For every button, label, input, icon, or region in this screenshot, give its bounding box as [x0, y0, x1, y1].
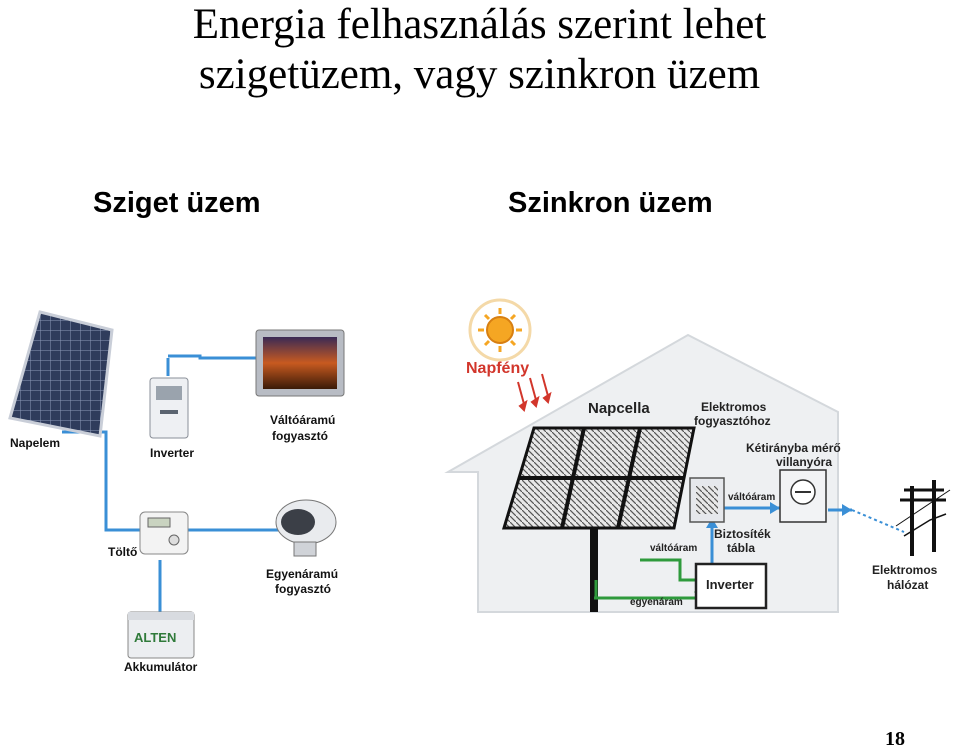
grid-diagram: Napfény Napcella [444, 298, 951, 613]
consumers-label-2: fogyasztóhoz [694, 414, 771, 428]
tv-icon [255, 329, 345, 397]
meter-label-2: villanyóra [776, 455, 832, 469]
subtitle-grid: Szinkron üzem [508, 187, 713, 219]
page-number: 18 [885, 728, 905, 750]
inverter-icon [149, 377, 189, 439]
panel-label: Napcella [588, 400, 650, 417]
dc-label: egyenáram [630, 597, 683, 608]
inverter-label: Inverter [150, 446, 194, 460]
grid-label-2: hálózat [887, 578, 928, 592]
ac-consumer-label-1: Váltóáramú [270, 413, 335, 427]
ac-top-label: váltóáram [728, 492, 775, 503]
solar-panel-icon [8, 310, 114, 438]
dc-consumer-label-1: Egyenáramú [266, 567, 338, 581]
sun-icon [468, 298, 532, 362]
consumers-label-1: Elektromos [701, 400, 767, 414]
subtitle-island: Sziget üzem [93, 187, 261, 219]
fuse-label-1: Biztosíték [714, 527, 771, 541]
fuse-panel-icon [689, 477, 725, 523]
title-line-1: Energia felhasználás szerint lehet [192, 1, 767, 48]
grid-inverter-box: Inverter [694, 562, 768, 610]
grid-label-1: Elektromos [872, 563, 938, 577]
ac-left-label: váltóáram [650, 543, 697, 554]
battery-icon: ALTEN [127, 611, 195, 659]
sunlight-label: Napfény [466, 360, 529, 377]
island-diagram: Napelem Inverter Váltóáramú fogyasztó Tö… [8, 310, 345, 674]
battery-brand: ALTEN [134, 630, 176, 645]
meter-icon [779, 469, 827, 523]
power-pole-icon [895, 480, 951, 556]
grid-wires [594, 502, 905, 600]
meter-label-1: Kétirányba mérő [746, 441, 841, 455]
fuse-label-2: tábla [727, 541, 755, 555]
charger-icon [139, 511, 189, 555]
solar-array-icon [501, 426, 696, 612]
title-line-2: szigetüzem, vagy szinkron üzem [198, 51, 761, 98]
sunlight-arrows [517, 373, 552, 412]
ac-consumer-label-2: fogyasztó [272, 429, 328, 443]
napelem-label: Napelem [10, 436, 60, 450]
grid-inverter-label: Inverter [706, 577, 754, 592]
dc-consumer-label-2: fogyasztó [275, 582, 331, 596]
slide-title: Energia felhasználás szerint lehet szige… [0, 0, 959, 100]
charger-label: Töltő [108, 545, 137, 559]
spotlight-icon [275, 499, 337, 557]
battery-label: Akkumulátor [124, 660, 198, 674]
